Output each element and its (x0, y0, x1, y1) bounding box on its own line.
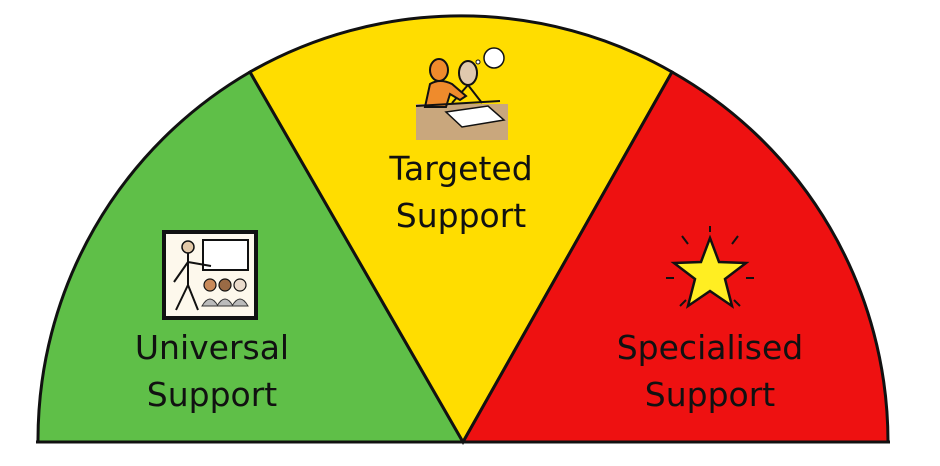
star-icon (666, 226, 754, 309)
label-line: Targeted (389, 149, 533, 188)
targeted-segment (247, 14, 675, 446)
label-line: Specialised (616, 328, 804, 367)
targeted-support-label: Targeted Support (331, 145, 591, 239)
label-line: Support (395, 196, 527, 235)
specialised-segment (460, 69, 890, 444)
label-line: Support (146, 375, 278, 414)
label-line: Universal (134, 328, 290, 367)
small-group-support-icon (415, 47, 508, 140)
universal-support-label: Universal Support (82, 324, 342, 418)
label-line: Support (644, 375, 776, 414)
classroom-teacher-icon (162, 230, 258, 320)
specialised-support-label: Specialised Support (580, 324, 840, 418)
